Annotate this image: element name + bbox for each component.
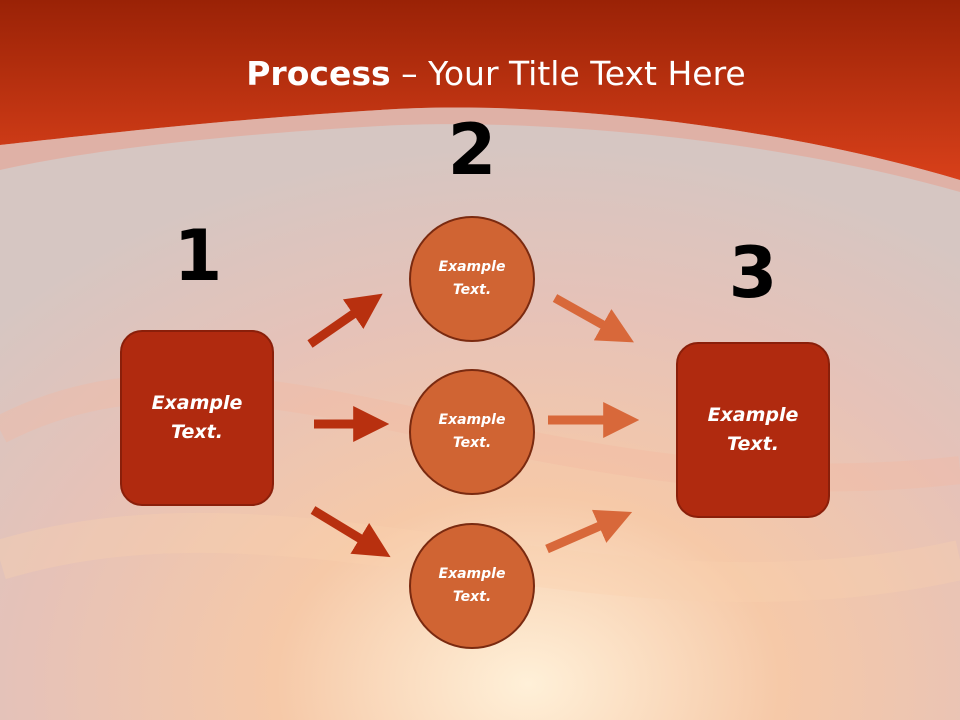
arrow-left-to-top — [307, 293, 383, 348]
arrow-top-to-right — [552, 294, 634, 343]
circle-bottom-text: Example Text. — [438, 566, 506, 605]
left-box: Example Text. — [120, 330, 274, 506]
arrow-bottom-to-right — [545, 509, 633, 554]
step-number-2: 2 — [447, 109, 497, 191]
step-number-3: 3 — [728, 232, 778, 314]
circle-bottom: Example Text. — [409, 523, 535, 649]
circle-middle-text: Example Text. — [438, 412, 506, 451]
title-rest: – Your Title Text Here — [390, 54, 746, 93]
slide-title: Process – Your Title Text Here — [0, 52, 960, 96]
left-box-text: Example Text. — [151, 392, 243, 443]
circle-top: Example Text. — [409, 216, 535, 342]
title-bold: Process — [246, 54, 391, 93]
step-number-1: 1 — [173, 215, 223, 297]
right-box: Example Text. — [676, 342, 830, 518]
circle-top-text: Example Text. — [438, 259, 506, 298]
arrow-left-to-bottom — [310, 506, 391, 558]
right-box-text: Example Text. — [707, 404, 799, 455]
circle-middle: Example Text. — [409, 369, 535, 495]
